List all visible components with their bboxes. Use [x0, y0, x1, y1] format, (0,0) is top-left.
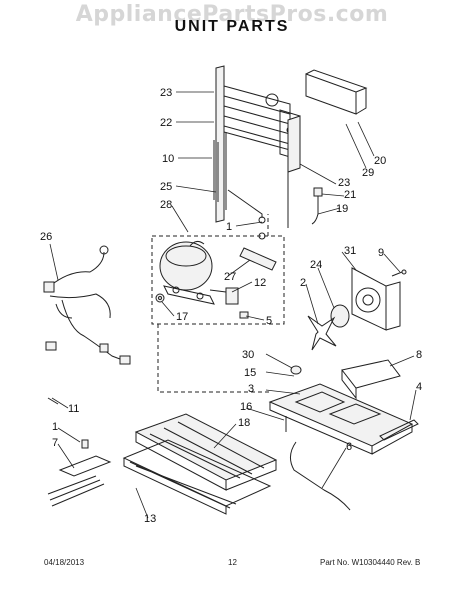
watermark: AppliancePartsPros.com [75, 2, 389, 27]
callout-13: 13 [144, 513, 156, 525]
callout-18: 18 [238, 417, 250, 429]
air-duct[interactable] [305, 69, 368, 115]
callout-28: 28 [160, 199, 172, 211]
callout-7: 7 [52, 437, 58, 449]
footer-part-number: Part No. W10304440 Rev. B [320, 558, 421, 567]
callout-23: 23 [160, 87, 172, 99]
callout-8: 8 [416, 349, 422, 361]
leader-lines [49, 91, 417, 519]
callout-23-right: 23 [338, 177, 350, 189]
callout-1-bottom: 1 [52, 421, 58, 433]
condenser-assembly[interactable] [215, 65, 301, 228]
callout-4: 4 [416, 381, 422, 393]
callout-9: 9 [378, 247, 384, 259]
drain-pan[interactable] [134, 413, 278, 491]
callout-24: 24 [310, 259, 322, 271]
assembly-guide-line [157, 324, 270, 393]
wiring-harness[interactable] [43, 245, 131, 365]
callout-16: 16 [240, 401, 252, 413]
fan-shroud[interactable] [351, 267, 401, 331]
callout-22: 22 [160, 117, 172, 129]
callout-30: 30 [242, 349, 254, 361]
callout-6: 6 [346, 441, 352, 453]
callout-27: 27 [224, 271, 236, 283]
callout-25: 25 [160, 181, 172, 193]
callout-15: 15 [244, 367, 256, 379]
base-rail[interactable] [379, 419, 419, 441]
callout-20: 20 [374, 155, 386, 167]
callout-5: 5 [266, 315, 272, 327]
grommet[interactable] [155, 293, 165, 303]
callout-1-top: 1 [226, 221, 232, 233]
callout-10: 10 [162, 153, 174, 165]
callout-17: 17 [176, 311, 188, 323]
bracket-plate[interactable] [287, 115, 301, 173]
fan-blade[interactable] [307, 315, 337, 351]
callout-29: 29 [362, 167, 374, 179]
condenser-tube[interactable] [213, 140, 266, 224]
start-relay[interactable] [209, 287, 239, 305]
page-title: UNIT PARTS [174, 18, 290, 35]
screw-small[interactable] [47, 397, 59, 405]
callout-3: 3 [248, 383, 254, 395]
capacitor[interactable] [239, 232, 277, 271]
isolator-grommet[interactable] [290, 365, 302, 375]
callout-2: 2 [300, 277, 306, 289]
drain-tube[interactable] [290, 441, 351, 511]
compressor-group-box [151, 235, 285, 325]
screw[interactable] [391, 269, 407, 277]
callout-12: 12 [254, 277, 266, 289]
mounting-bracket[interactable] [341, 359, 401, 400]
callout-11: 11 [68, 403, 79, 415]
fan-motor[interactable] [330, 304, 350, 328]
footer-page-number: 12 [228, 558, 237, 567]
callout-21: 21 [344, 189, 356, 201]
callout-31: 31 [344, 245, 356, 257]
callout-19: 19 [336, 203, 348, 215]
condenser-coil[interactable] [122, 439, 272, 515]
footer-date: 04/18/2013 [44, 558, 85, 567]
callout-26: 26 [40, 231, 52, 243]
compressor[interactable] [159, 240, 215, 305]
relay-clip[interactable] [239, 311, 249, 319]
base-pan[interactable] [268, 383, 414, 455]
heater-bracket[interactable] [47, 439, 112, 507]
thermistor-wire[interactable] [311, 187, 323, 225]
